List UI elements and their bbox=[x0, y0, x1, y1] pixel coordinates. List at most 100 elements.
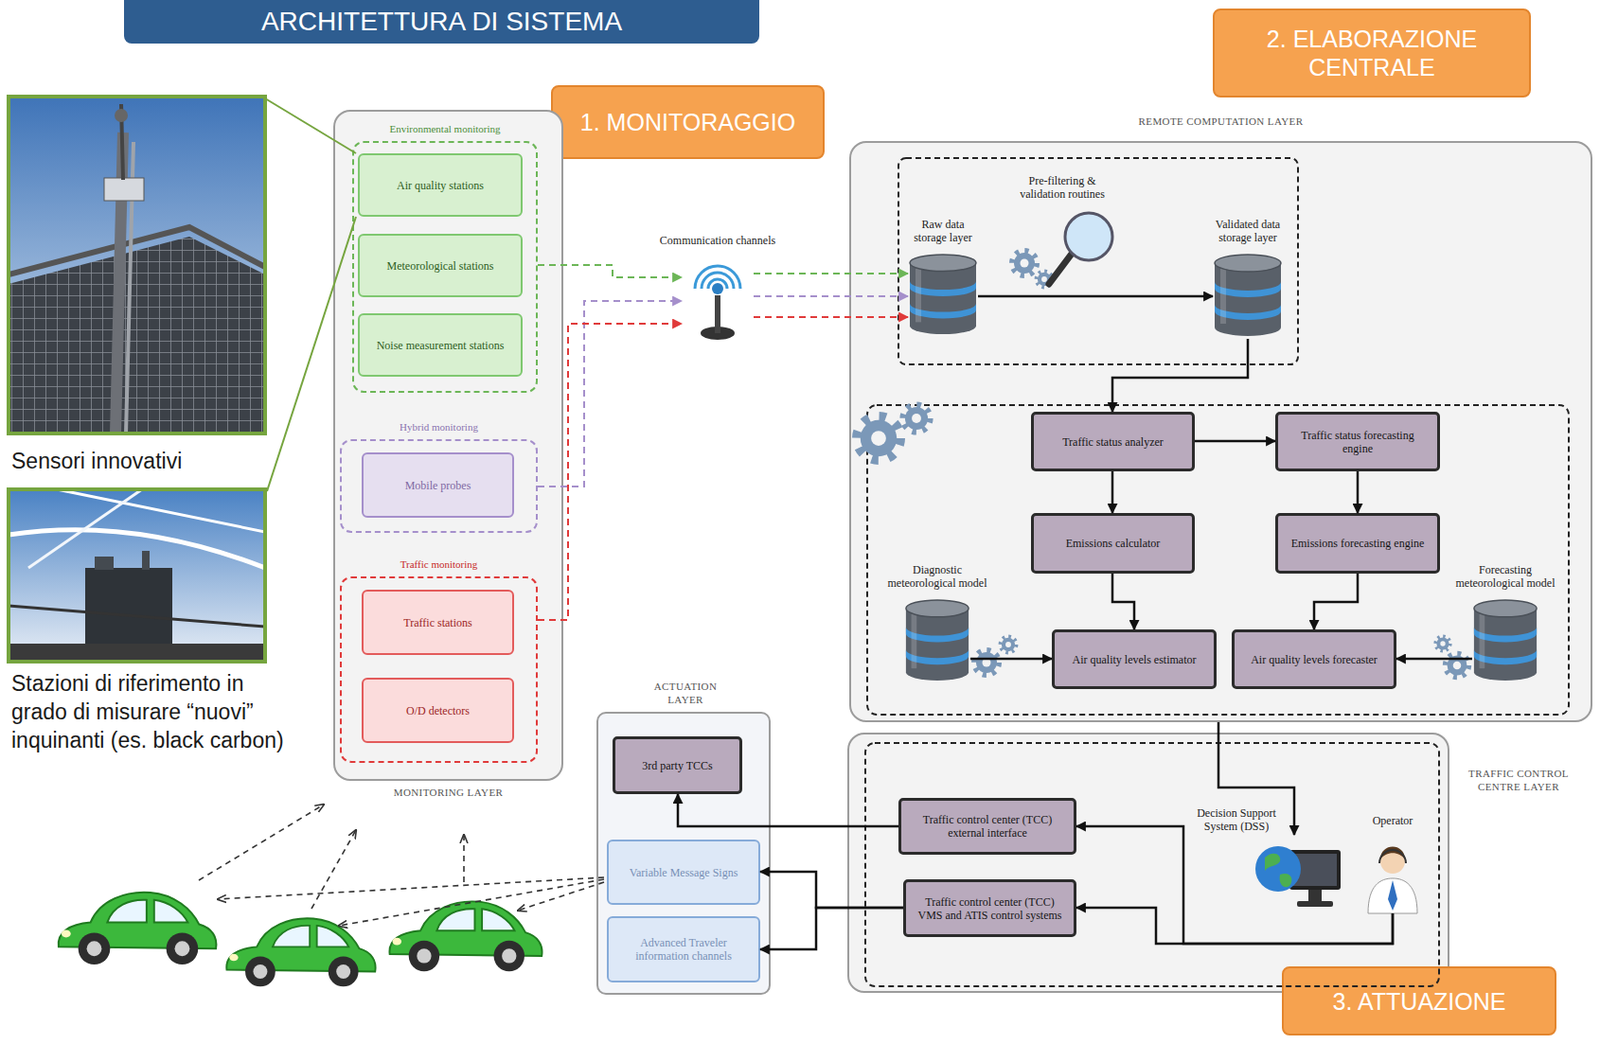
cylinder-part bbox=[1220, 268, 1227, 324]
box-text: 3rd party TCCs bbox=[641, 759, 712, 773]
process-box: 3rd party TCCs bbox=[612, 736, 743, 795]
cylinder-part bbox=[911, 614, 918, 669]
car-illustration bbox=[389, 901, 542, 972]
title-text: ARCHITETTURA DI SISTEMA bbox=[124, 0, 760, 44]
photo-railing bbox=[8, 605, 266, 627]
cylinder-part bbox=[1479, 614, 1486, 669]
box-text: O/D detectors bbox=[406, 704, 470, 718]
channel-box: Variable Message Signs bbox=[606, 839, 761, 906]
cylinder-part bbox=[1474, 608, 1537, 681]
box-text: Mobile probes bbox=[405, 479, 472, 493]
title-banner bbox=[124, 0, 760, 44]
section-callout: 2. ELABORAZIONE CENTRALE bbox=[1212, 8, 1531, 98]
group-frame: Traffic monitoringTraffic stationsO/D de… bbox=[339, 576, 538, 764]
station-photo bbox=[8, 489, 266, 662]
section-callout: 1. MONITORAGGIO bbox=[551, 85, 825, 160]
connector bbox=[970, 657, 1052, 661]
node-heading: TRAFFIC CONTROL CENTRE LAYER bbox=[1455, 766, 1583, 794]
connector bbox=[753, 295, 908, 298]
process-box: Traffic status analyzer bbox=[1031, 411, 1195, 472]
photo-sensor-box bbox=[104, 177, 144, 201]
box-text: Noise measurement stations bbox=[376, 338, 505, 353]
node-heading: Hybrid monitoring bbox=[341, 420, 536, 434]
box-text: Meteorological stations bbox=[387, 259, 495, 273]
section-callout: 3. ATTUAZIONE bbox=[1281, 966, 1557, 1036]
cylinder-part bbox=[906, 608, 969, 681]
node-heading: MONITORING LAYER bbox=[335, 785, 562, 800]
photo-contrail bbox=[8, 530, 266, 569]
box-text: Air quality levels forecaster bbox=[1250, 653, 1378, 667]
box-text: 2. ELABORAZIONE CENTRALE bbox=[1224, 24, 1520, 82]
node-heading: Diagnostic meteorological model bbox=[880, 563, 995, 590]
station-box: Traffic stations bbox=[361, 589, 515, 656]
photo-frame bbox=[8, 96, 266, 434]
box-text: Air quality levels estimator bbox=[1072, 653, 1197, 667]
station-box: Noise measurement stations bbox=[357, 313, 523, 377]
node-heading: Communication channels bbox=[634, 233, 801, 248]
cylinder-part bbox=[909, 263, 977, 335]
caption-label: Stazioni di riferimento in grado di misu… bbox=[11, 670, 305, 756]
process-box: Traffic control center (TCC) VMS and ATI… bbox=[903, 879, 1077, 938]
node-heading: Decision Support System (DSS) bbox=[1192, 806, 1280, 834]
cylinder-part bbox=[915, 268, 922, 323]
connector bbox=[977, 295, 1213, 299]
cylinder-part bbox=[1474, 600, 1537, 618]
connector bbox=[1396, 657, 1473, 661]
connector bbox=[753, 272, 908, 275]
box-text: Traffic control center (TCC) external in… bbox=[908, 813, 1067, 840]
detector-box: O/D detectors bbox=[361, 677, 515, 744]
process-box: Air quality levels estimator bbox=[1051, 629, 1217, 690]
photo-ground bbox=[8, 643, 266, 662]
box-text: Traffic status forecasting engine bbox=[1285, 428, 1430, 456]
antenna-icon bbox=[694, 266, 741, 340]
connector bbox=[1111, 471, 1115, 514]
node-heading: Raw data storage layer bbox=[905, 217, 981, 245]
station-box: Air quality stations bbox=[357, 153, 523, 217]
cylinder-part bbox=[909, 254, 977, 272]
caption-label: Pre-filtering & validation routines bbox=[1010, 174, 1115, 202]
photo-station bbox=[85, 568, 173, 654]
layer-panel: TRAFFIC CONTROL CENTRE LAYERTraffic cont… bbox=[847, 732, 1450, 994]
box-text: 3. ATTUAZIONE bbox=[1333, 987, 1507, 1016]
group-frame: Hybrid monitoringMobile probes bbox=[339, 439, 538, 534]
database-cylinder bbox=[1472, 597, 1539, 684]
box-text: Traffic status analyzer bbox=[1062, 435, 1164, 449]
database-node: Diagnostic meteorological model bbox=[904, 597, 971, 684]
box-text: Traffic stations bbox=[403, 616, 472, 630]
node-heading: Operator bbox=[1354, 814, 1431, 828]
caption-label: Sensori innovativi bbox=[11, 448, 305, 476]
database-node: Forecasting meteorological model bbox=[1472, 597, 1539, 684]
photo-frame bbox=[8, 489, 266, 662]
sensor-photo bbox=[8, 96, 266, 434]
node-heading: Validated data storage layer bbox=[1205, 217, 1291, 245]
photo-sensor-head bbox=[114, 108, 128, 123]
box-text: Advanced Traveler information channels bbox=[616, 936, 751, 963]
cylinder-part bbox=[1214, 263, 1281, 337]
node-heading: REMOTE COMPUTATION LAYER bbox=[851, 114, 1591, 128]
group-frame: Environmental monitoringAir quality stat… bbox=[352, 141, 538, 393]
database-cylinder bbox=[1212, 251, 1283, 339]
photo-sky bbox=[8, 489, 266, 662]
probe-box: Mobile probes bbox=[361, 452, 515, 518]
box-text: Variable Message Signs bbox=[629, 866, 739, 880]
database-node: Raw data storage layer bbox=[907, 251, 978, 338]
connector bbox=[753, 316, 908, 319]
box-text: Emissions calculator bbox=[1066, 536, 1161, 551]
layer-panel: MONITORING LAYEREnvironmental monitoring… bbox=[333, 109, 564, 782]
photo-station bbox=[94, 556, 114, 570]
cylinder-part bbox=[906, 600, 969, 618]
photo-station bbox=[142, 551, 150, 570]
process-box: Emissions calculator bbox=[1031, 513, 1195, 574]
cylinder-part bbox=[1214, 254, 1281, 272]
box-text: Traffic control center (TCC) VMS and ATI… bbox=[913, 895, 1067, 923]
car-illustration bbox=[226, 918, 375, 987]
database-cylinder bbox=[907, 251, 978, 338]
layer-panel: ACTUATION LAYER3rd party TCCsVariable Me… bbox=[596, 711, 771, 996]
photo-roof-edge bbox=[8, 227, 266, 275]
channel-box: Advanced Traveler information channels bbox=[606, 916, 761, 983]
process-box: Traffic status forecasting engine bbox=[1275, 411, 1440, 472]
process-box: Traffic control center (TCC) external in… bbox=[898, 798, 1077, 855]
database-node: Validated data storage layer bbox=[1212, 251, 1283, 339]
